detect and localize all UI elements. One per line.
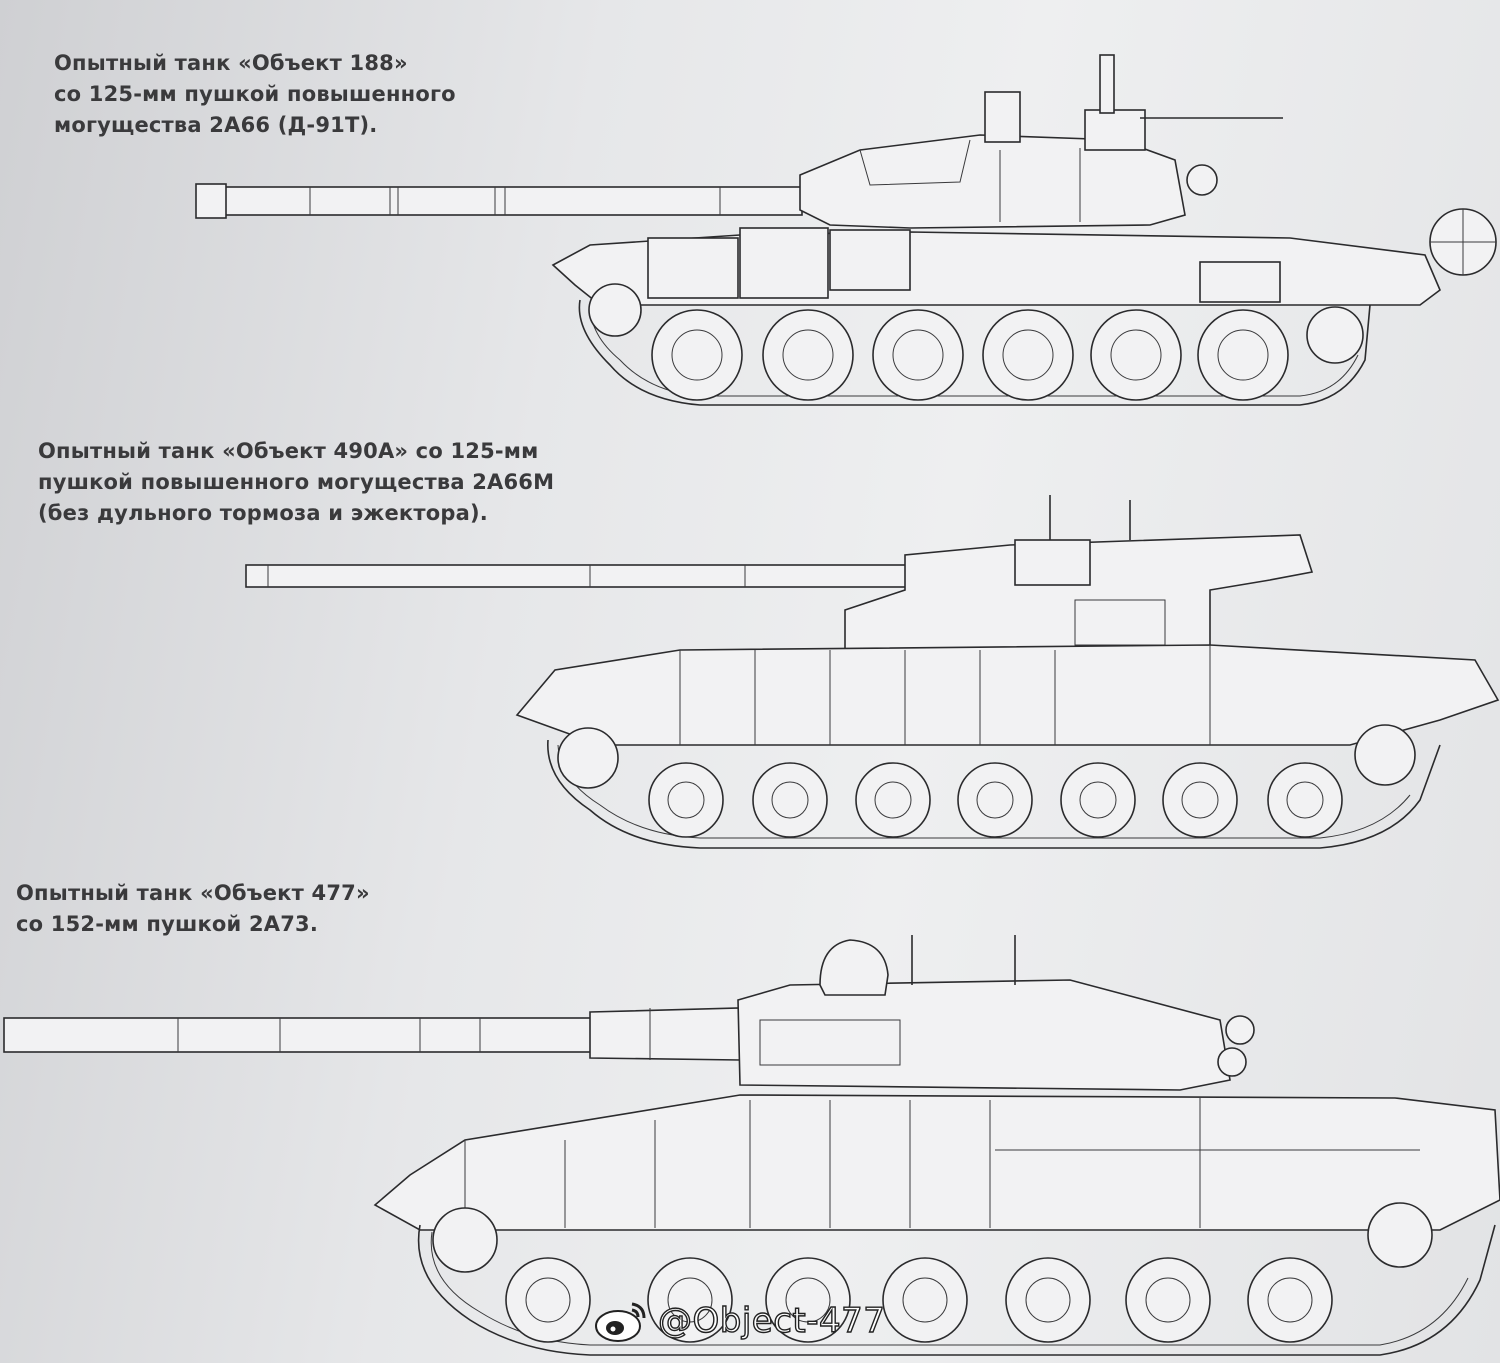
caption-line: Опытный танк «Объект 188» <box>54 51 408 75</box>
caption-object-188: Опытный танк «Объект 188» со 125-мм пушк… <box>54 48 456 141</box>
turret <box>844 495 1314 651</box>
tank-drawing-object-490a <box>245 495 1500 849</box>
tank-drawing-object-477 <box>3 935 1500 1356</box>
hull <box>551 208 1497 306</box>
hull <box>515 644 1500 746</box>
gun-barrel <box>195 183 803 219</box>
weibo-icon <box>595 1302 646 1342</box>
hull <box>373 1094 1500 1231</box>
caption-line: со 152-мм пушкой 2А73. <box>16 912 319 936</box>
caption-object-490a: Опытный танк «Объект 490А» со 125-мм пуш… <box>38 436 554 529</box>
caption-line: со 125-мм пушкой повышенного <box>54 82 456 106</box>
running-gear <box>547 724 1441 849</box>
tank-drawing-object-188 <box>195 54 1497 406</box>
turret <box>737 935 1255 1091</box>
watermark-text: @Object-477 <box>657 1300 886 1341</box>
turret <box>799 54 1283 229</box>
caption-line: могущества 2А66 (Д-91Т). <box>54 113 378 137</box>
running-gear <box>578 283 1371 406</box>
gun-barrel <box>3 1007 741 1061</box>
caption-line: Опытный танк «Объект 490А» со 125-мм <box>38 439 539 463</box>
caption-line: Опытный танк «Объект 477» <box>16 881 370 905</box>
caption-line: пушкой повышенного могущества 2А66М <box>38 470 555 494</box>
caption-line: (без дульного тормоза и эжектора). <box>38 501 488 525</box>
running-gear <box>417 1202 1496 1356</box>
watermark: @Object-477 <box>592 1298 886 1344</box>
caption-object-477: Опытный танк «Объект 477» со 152-мм пушк… <box>16 878 370 940</box>
gun-barrel <box>245 564 907 588</box>
